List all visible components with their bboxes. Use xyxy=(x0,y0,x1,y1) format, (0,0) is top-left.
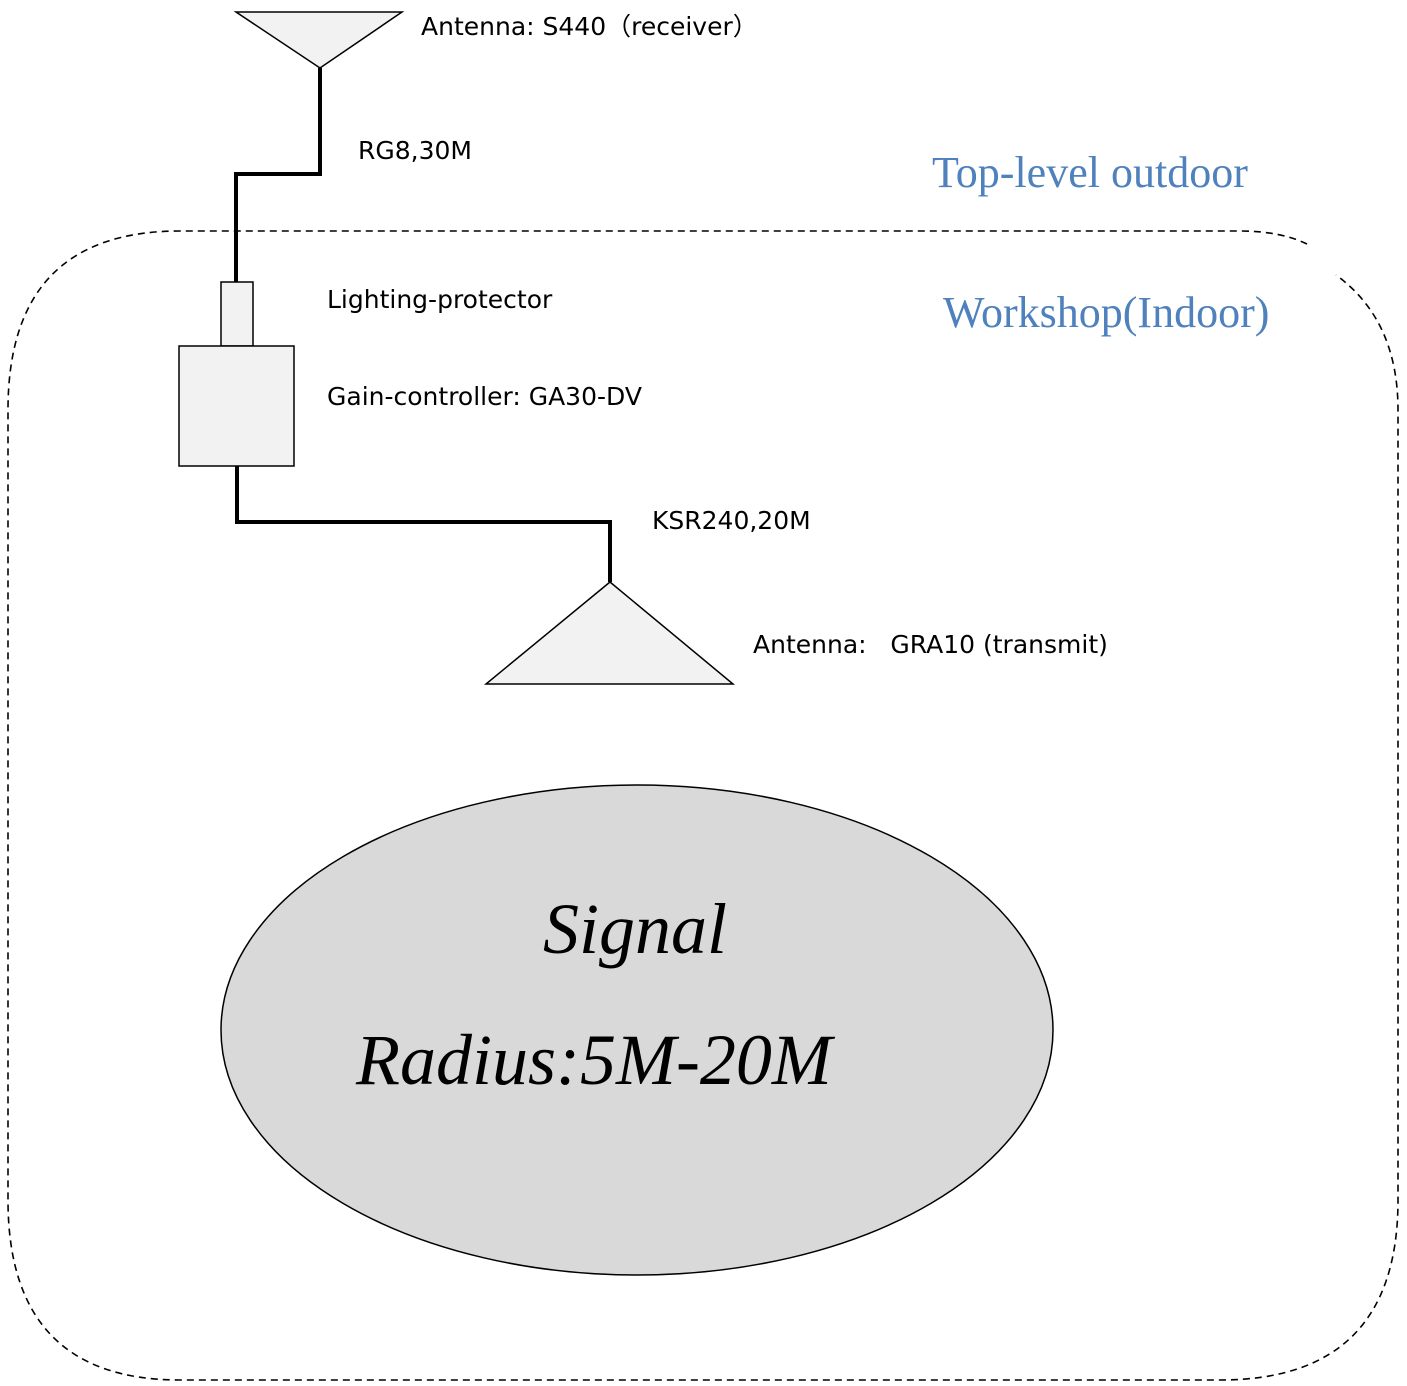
receiver-antenna-icon xyxy=(233,11,405,69)
cable-top-label: RG8,30M xyxy=(358,136,472,165)
cable-bottom-label: KSR240,20M xyxy=(652,506,811,535)
lightning-protector-label: Lighting-protector xyxy=(327,285,553,314)
transmit-antenna-icon xyxy=(483,581,736,685)
signal-coverage-area xyxy=(220,784,1054,1276)
transmit-antenna-label: Antenna: GRA10 (transmit) xyxy=(753,630,1108,659)
signal-title: Signal xyxy=(543,889,728,969)
signal-radius: Radius:5M-20M xyxy=(356,1020,832,1100)
outdoor-zone-label: Top-level outdoor xyxy=(932,148,1248,197)
gain-controller-label: Gain-controller: GA30-DV xyxy=(327,382,642,411)
gain-controller-icon xyxy=(178,345,295,467)
cable-ksr240 xyxy=(235,466,612,582)
indoor-boundary xyxy=(7,230,1399,1381)
indoor-zone-label: Workshop(Indoor) xyxy=(943,288,1270,337)
receiver-antenna-label: Antenna: S440（receiver） xyxy=(421,12,758,41)
lightning-protector-icon xyxy=(220,281,254,347)
cable-rg8 xyxy=(234,68,322,282)
